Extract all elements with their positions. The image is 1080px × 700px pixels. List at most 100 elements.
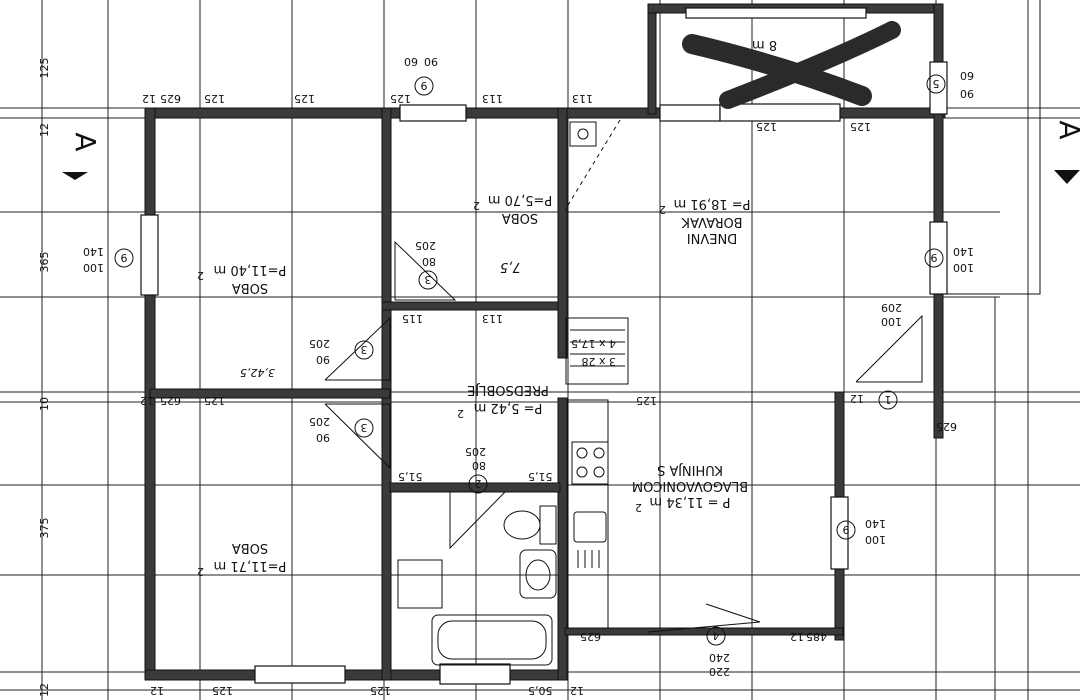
cross-out-mark: [682, 21, 901, 109]
wall-dim: 51,5: [528, 470, 553, 483]
left-dim: 10: [38, 397, 51, 411]
svg-text:205: 205: [415, 239, 436, 252]
room-name-line2: BORAVAK: [681, 214, 742, 229]
room-area: P = 11,34 m: [649, 494, 730, 509]
wall-dim: 485: [806, 630, 827, 643]
wall-dim: 51,5: [398, 470, 423, 483]
opening-tag: 2 80 205: [465, 445, 488, 494]
section-letter-right: A: [1053, 120, 1080, 139]
chimney: [569, 121, 597, 147]
svg-text:9: 9: [121, 251, 128, 264]
wall-dim: 125: [636, 394, 657, 407]
svg-text:140: 140: [953, 245, 974, 258]
opening-tags: 9 90 60 5 90 60 9 100 140 9 100 140 9 10…: [83, 55, 974, 678]
opening-tag: 3 90 205: [309, 337, 374, 366]
svg-text:140: 140: [83, 245, 104, 258]
room-area: P= 18,91 m: [674, 196, 751, 211]
handwritten-notes: 7,5 3,42,5 8 m: [240, 37, 777, 379]
svg-text:90: 90: [424, 55, 438, 68]
svg-text:100: 100: [953, 261, 974, 274]
wall-dim: 12: [790, 630, 804, 643]
left-dim: 12: [38, 123, 51, 137]
handwritten-note: 7,5: [500, 259, 521, 274]
room-area: P=5,70 m: [488, 192, 552, 207]
wall-dim: 125: [204, 92, 225, 105]
room-labels: SOBA P=11,40 m 2 SOBA P=5,70 m 2 DNEVNI …: [197, 192, 750, 578]
opening-tag: 1 100 209: [878, 301, 902, 410]
room-kuhinja: P = 11,34 m 2 BLAGOVAONICOM KUHINJA S: [632, 462, 748, 514]
svg-text:4: 4: [713, 629, 720, 642]
stair-riser-count: 3 x 28: [582, 355, 617, 368]
opening-tag: 3 80 205: [415, 239, 438, 290]
room-name-line2: BLAGOVAONICOM: [632, 478, 748, 493]
svg-text:9: 9: [421, 79, 428, 92]
door-swings: [324, 119, 923, 633]
svg-text:140: 140: [865, 517, 886, 530]
wall-dim: 12: [140, 394, 154, 407]
svg-text:90: 90: [316, 353, 330, 366]
bathtub: [431, 614, 553, 666]
kitchen-sink: [573, 511, 607, 543]
washing-machine: [397, 559, 443, 609]
svg-text:3: 3: [425, 273, 432, 286]
svg-text:9: 9: [931, 251, 938, 264]
room-area: P= 5,42 m: [474, 400, 543, 415]
svg-text:1: 1: [885, 393, 892, 406]
svg-text:90: 90: [960, 87, 974, 100]
stair-annotation: 3 x 28 4 x 17,5: [571, 337, 616, 368]
room-area: P=11,71 m: [214, 558, 287, 573]
area-exponent: 2: [473, 199, 480, 212]
svg-text:100: 100: [865, 533, 886, 546]
opening-tag: 4 220 240: [706, 626, 730, 678]
wall-dim: 115: [402, 312, 423, 325]
wall-dim: 125: [294, 92, 315, 105]
opening-tag: 3 90 205: [309, 415, 374, 444]
stove: [571, 441, 609, 485]
svg-text:3: 3: [361, 421, 368, 434]
wall-dim: 12: [142, 92, 156, 105]
washbasin: [519, 549, 557, 599]
svg-text:90: 90: [316, 431, 330, 444]
area-exponent: 2: [197, 269, 204, 282]
wall-dim: 125: [756, 120, 777, 133]
left-dim: 125: [38, 58, 51, 79]
wc-cistern: [539, 505, 557, 545]
wall-dim: 625: [936, 420, 957, 433]
wall-dim: 12: [850, 392, 864, 405]
svg-text:220: 220: [709, 665, 730, 678]
wall-dim: 12: [150, 684, 164, 697]
windows: [140, 7, 948, 685]
wall-dim: 113: [482, 92, 503, 105]
room-name: SOBA: [502, 210, 538, 225]
section-letter-left: A: [69, 132, 102, 151]
wall-dim: 113: [482, 312, 503, 325]
svg-text:205: 205: [309, 415, 330, 428]
svg-text:2: 2: [475, 477, 482, 490]
svg-text:209: 209: [881, 301, 902, 314]
left-dim: 12: [38, 683, 51, 697]
svg-text:205: 205: [465, 445, 486, 458]
left-dimensions: 125 12 365 10 375 12: [38, 58, 51, 698]
opening-tag: 5 90 60: [926, 69, 974, 100]
room-name: SOBA: [232, 280, 268, 295]
opening-tag: 9 100 140: [83, 245, 134, 274]
room-name-line1: KUHINJA S: [657, 462, 723, 477]
wall-dim: 50,5: [528, 684, 553, 697]
room-dnevni-boravak: DNEVNI BORAVAK P= 18,91 m 2: [659, 196, 750, 245]
svg-text:9: 9: [843, 523, 850, 536]
wall-dim: 12: [570, 684, 584, 697]
wall-dim: 125: [850, 120, 871, 133]
room-name: SOBA: [232, 540, 268, 555]
wall-dim: 625: [580, 630, 601, 643]
svg-text:80: 80: [472, 459, 486, 472]
area-exponent: 2: [659, 203, 666, 216]
section-arrow-left: [62, 172, 88, 180]
area-exponent: 2: [197, 565, 204, 578]
left-dim: 375: [38, 518, 51, 539]
svg-text:60: 60: [404, 55, 418, 68]
wall-dim: 625: [160, 394, 181, 407]
opening-tag: 9 100 140: [836, 517, 886, 546]
stair-tread-count: 4 x 17,5: [571, 337, 616, 350]
room-area: P=11,40 m: [214, 262, 287, 277]
svg-text:3: 3: [361, 343, 368, 356]
